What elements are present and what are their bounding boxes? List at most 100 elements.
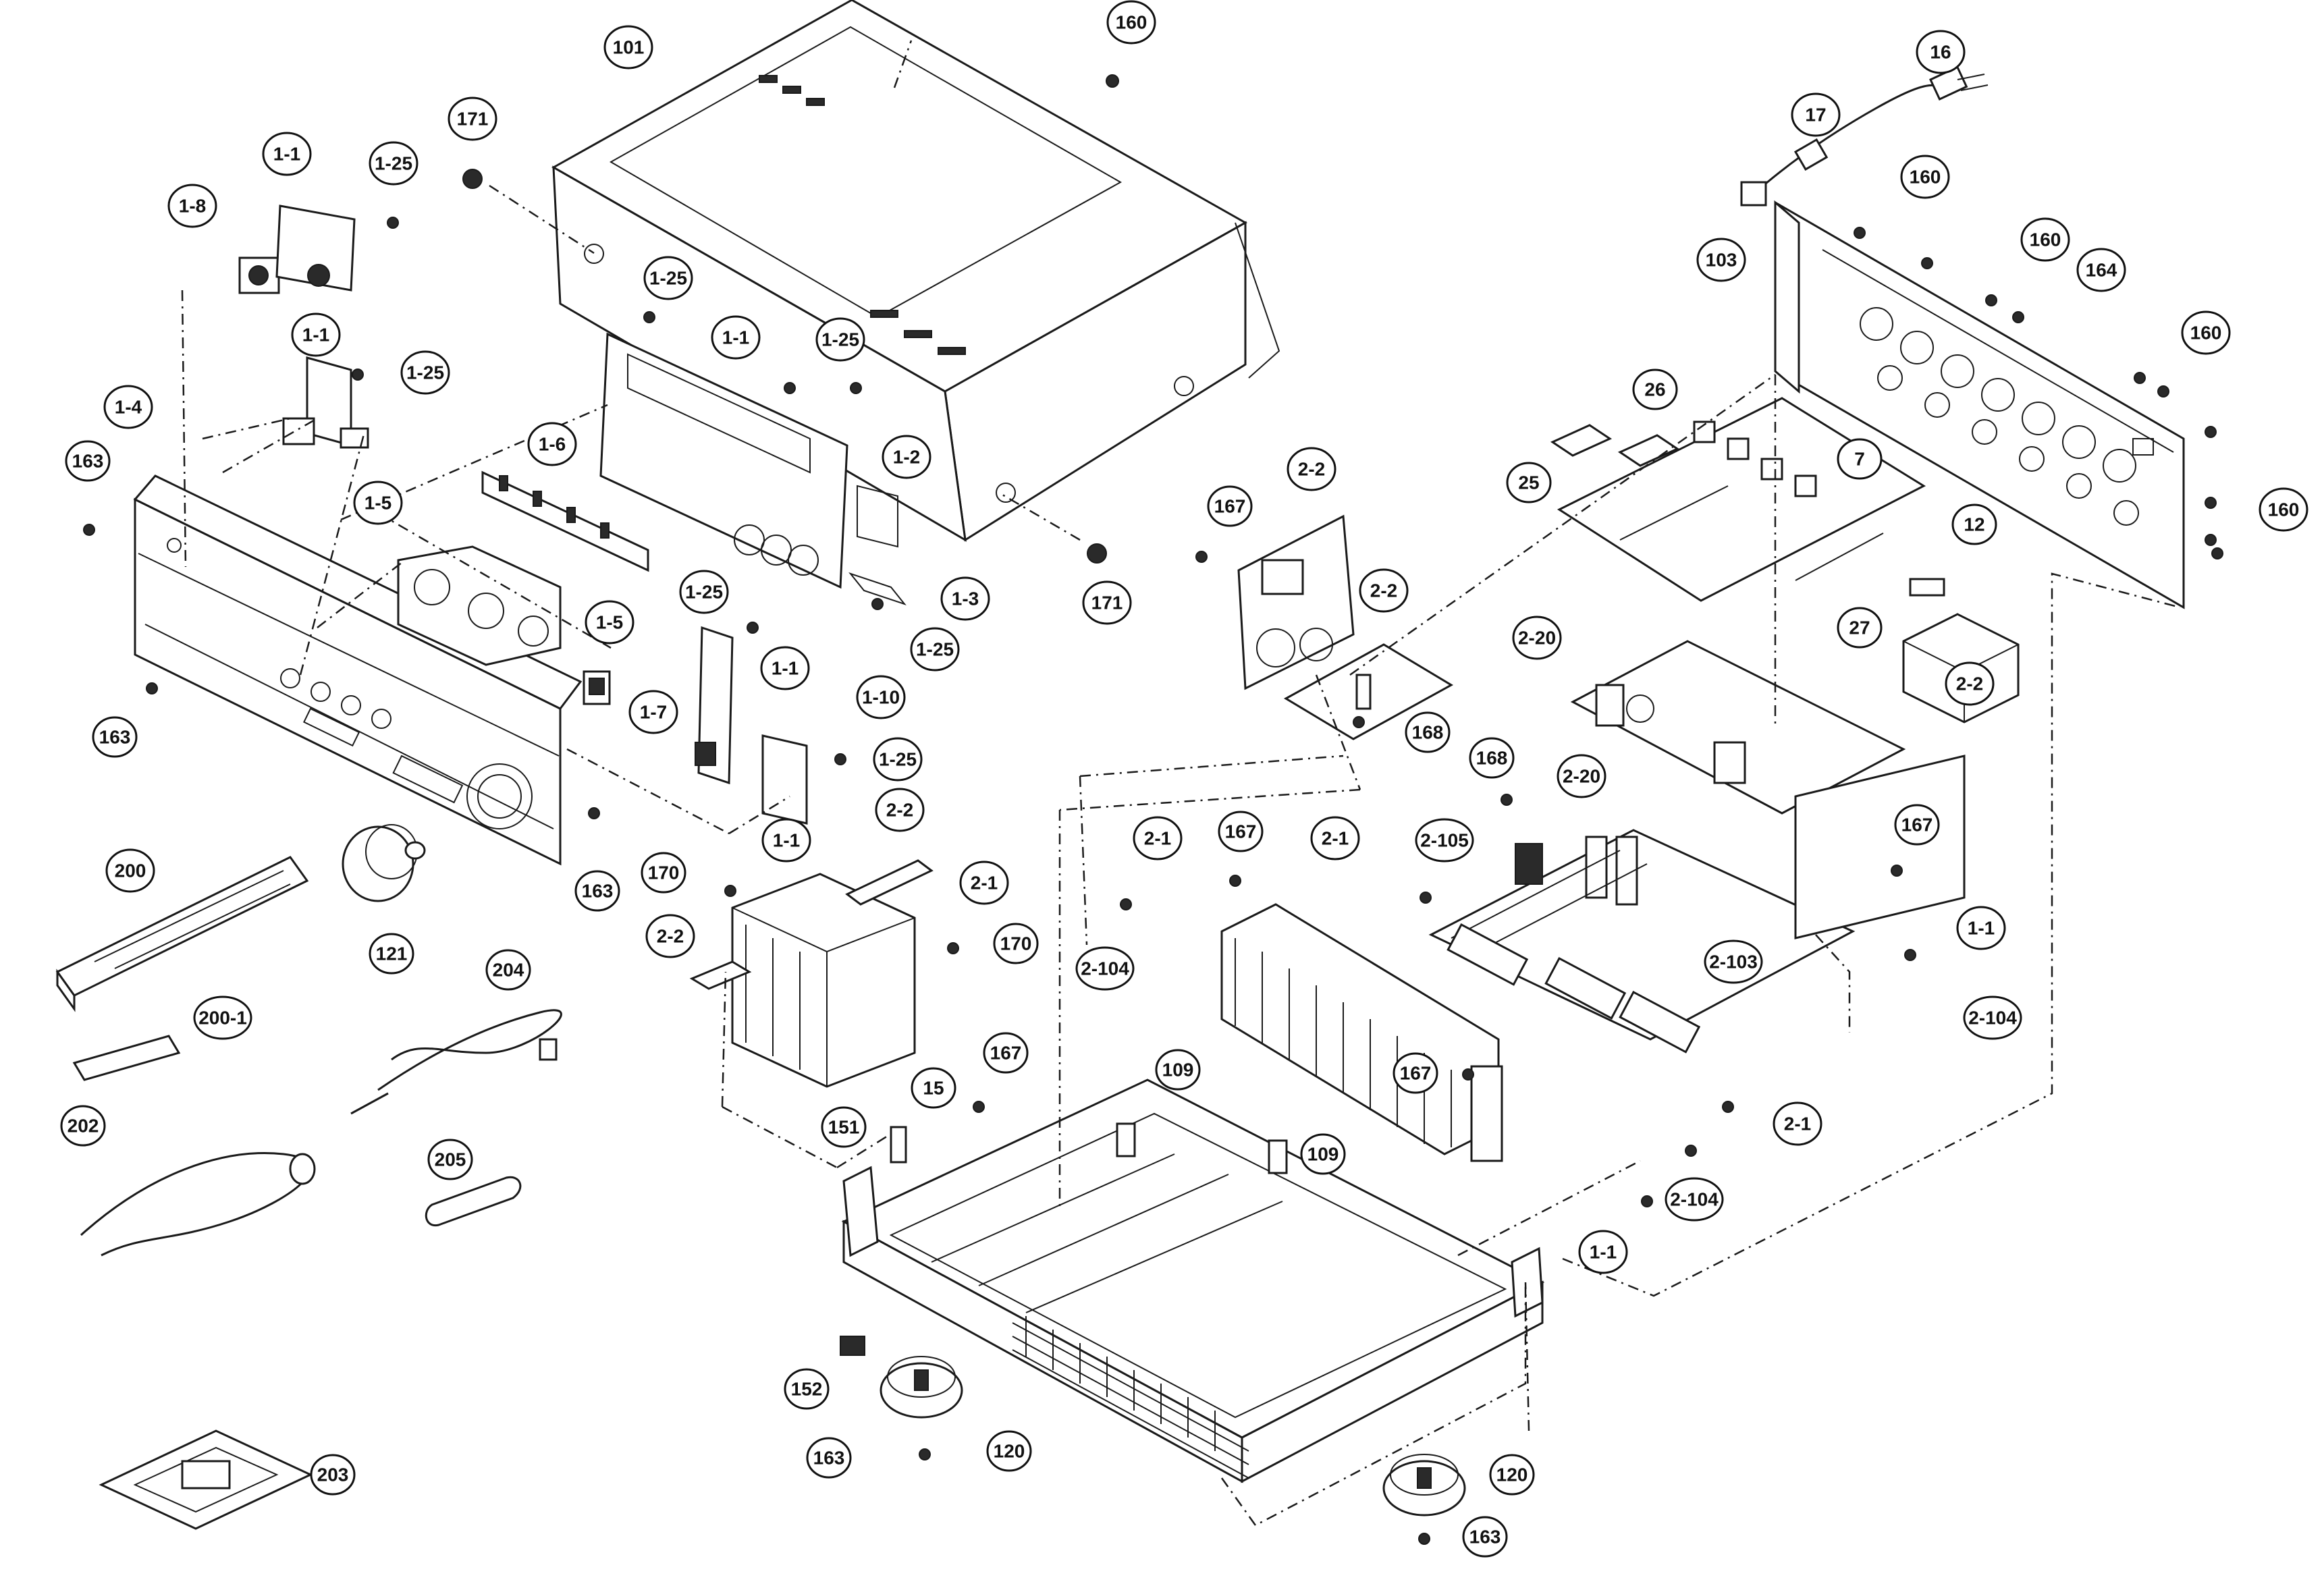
- callout-label: 2-1: [1310, 816, 1360, 861]
- callout-label: 205: [427, 1139, 473, 1180]
- svg-text:163: 163: [1469, 1527, 1501, 1548]
- svg-text:2-105: 2-105: [1420, 830, 1469, 851]
- svg-text:1-25: 1-25: [821, 329, 859, 350]
- svg-text:170: 170: [648, 863, 680, 883]
- callout-label: 2-2: [645, 914, 695, 958]
- callout-label: 103: [1696, 238, 1746, 282]
- callout-label: 160: [2259, 487, 2308, 532]
- callout-label: 2-1: [959, 861, 1009, 905]
- callout-label: 1-1: [291, 312, 341, 357]
- callout-label: 202: [60, 1105, 106, 1147]
- svg-text:1-1: 1-1: [772, 658, 799, 679]
- front-panel: [133, 474, 583, 866]
- callout-labels: 101 160 171 16 17 1-1 1-25 1-8 1-1 1-25 …: [60, 0, 2308, 1558]
- callout-label: 2-2: [875, 788, 925, 832]
- svg-text:25: 25: [1518, 472, 1539, 493]
- callout-label: 1-25: [643, 256, 693, 300]
- am-loop-antenna-203: [99, 1429, 313, 1530]
- svg-text:164: 164: [2086, 260, 2117, 281]
- svg-text:1-10: 1-10: [862, 687, 900, 708]
- callout-label: 109: [1155, 1049, 1201, 1091]
- callout-label: 167: [1393, 1052, 1438, 1094]
- callout-label: 1-1: [761, 818, 811, 863]
- svg-text:2-103: 2-103: [1709, 952, 1758, 973]
- cable-1-3: [848, 572, 907, 606]
- callout-label: 163: [1462, 1516, 1508, 1558]
- callout-label: 151: [821, 1106, 867, 1148]
- callout-label: 25: [1506, 462, 1552, 503]
- svg-text:1-1: 1-1: [273, 144, 300, 165]
- svg-text:160: 160: [2268, 499, 2300, 520]
- callout-label: 1-2: [882, 435, 931, 479]
- svg-text:2-2: 2-2: [1956, 674, 1983, 694]
- callout-label: 120: [986, 1430, 1032, 1472]
- transformer-15: [689, 859, 934, 1088]
- svg-text:167: 167: [1901, 815, 1933, 836]
- chassis: [841, 1078, 1545, 1483]
- pcb-1-1-display: [599, 332, 848, 589]
- svg-text:1-1: 1-1: [302, 325, 329, 346]
- svg-text:121: 121: [376, 944, 408, 964]
- knob-1-7: [583, 670, 611, 705]
- foot-120-left: [880, 1356, 963, 1419]
- svg-text:152: 152: [791, 1379, 823, 1400]
- svg-text:1-6: 1-6: [539, 434, 566, 455]
- svg-text:15: 15: [923, 1078, 944, 1099]
- callout-label: 2-1: [1133, 816, 1183, 861]
- svg-text:163: 163: [99, 727, 131, 748]
- foot-120-right: [1382, 1454, 1466, 1517]
- callout-label: 1-1: [1956, 906, 2006, 950]
- svg-text:2-2: 2-2: [886, 800, 913, 821]
- callout-label: 1-3: [940, 576, 990, 621]
- pcb-1-1-small: [275, 204, 356, 292]
- callout-label: 160: [1106, 0, 1156, 45]
- callout-label: 1-5: [585, 600, 634, 645]
- svg-text:2-2: 2-2: [657, 926, 684, 947]
- svg-text:120: 120: [994, 1441, 1025, 1462]
- callout-label: 1-7: [628, 690, 678, 734]
- psu-pcb-2-2-mid: [1570, 640, 1906, 815]
- callout-label: 2-104: [1665, 1177, 1724, 1222]
- svg-text:1-2: 1-2: [893, 447, 920, 468]
- callout-label: 1-25: [910, 627, 960, 672]
- callout-label: 160: [2181, 310, 2231, 355]
- battery-cover-200-1: [72, 1035, 181, 1081]
- svg-text:1-25: 1-25: [879, 749, 917, 770]
- svg-text:27: 27: [1849, 618, 1870, 638]
- callout-label: 1-1: [760, 646, 810, 690]
- volume-knob-121: [342, 824, 426, 902]
- svg-text:171: 171: [457, 109, 489, 130]
- svg-text:109: 109: [1307, 1144, 1339, 1165]
- cable-1-2: [857, 485, 898, 548]
- chassis-vent-grid: [1012, 1316, 1249, 1479]
- callout-label: 171: [1082, 580, 1132, 625]
- clip-151: [890, 1126, 907, 1164]
- svg-text:2-1: 2-1: [1144, 828, 1171, 849]
- callout-label: 163: [574, 870, 620, 912]
- svg-text:2-2: 2-2: [1298, 459, 1325, 480]
- callout-label: 2-104: [1075, 946, 1135, 991]
- svg-text:101: 101: [613, 37, 645, 58]
- callout-label: 200-1: [193, 995, 252, 1040]
- sub-pcb-26: [1617, 434, 1680, 467]
- callout-label: 163: [65, 440, 111, 482]
- svg-text:202: 202: [67, 1116, 99, 1137]
- callout-label: 121: [369, 933, 414, 975]
- connector-27: [1909, 578, 1945, 597]
- callout-label: 160: [2020, 217, 2070, 262]
- svg-text:2-104: 2-104: [1081, 958, 1129, 979]
- svg-text:17: 17: [1805, 105, 1826, 126]
- svg-text:1-4: 1-4: [115, 397, 142, 418]
- svg-text:16: 16: [1930, 42, 1951, 63]
- svg-text:170: 170: [1000, 933, 1032, 954]
- svg-text:151: 151: [828, 1117, 860, 1138]
- callout-label: 1-25: [873, 737, 923, 782]
- svg-text:1-25: 1-25: [916, 639, 954, 660]
- callout-label: 167: [1207, 485, 1253, 527]
- svg-text:168: 168: [1476, 748, 1508, 769]
- svg-text:1-1: 1-1: [1968, 918, 1995, 939]
- callout-label: 170: [641, 852, 686, 894]
- callout-label: 26: [1632, 368, 1678, 410]
- callout-label: 1-1: [711, 315, 761, 360]
- callout-label: 7: [1837, 438, 1883, 480]
